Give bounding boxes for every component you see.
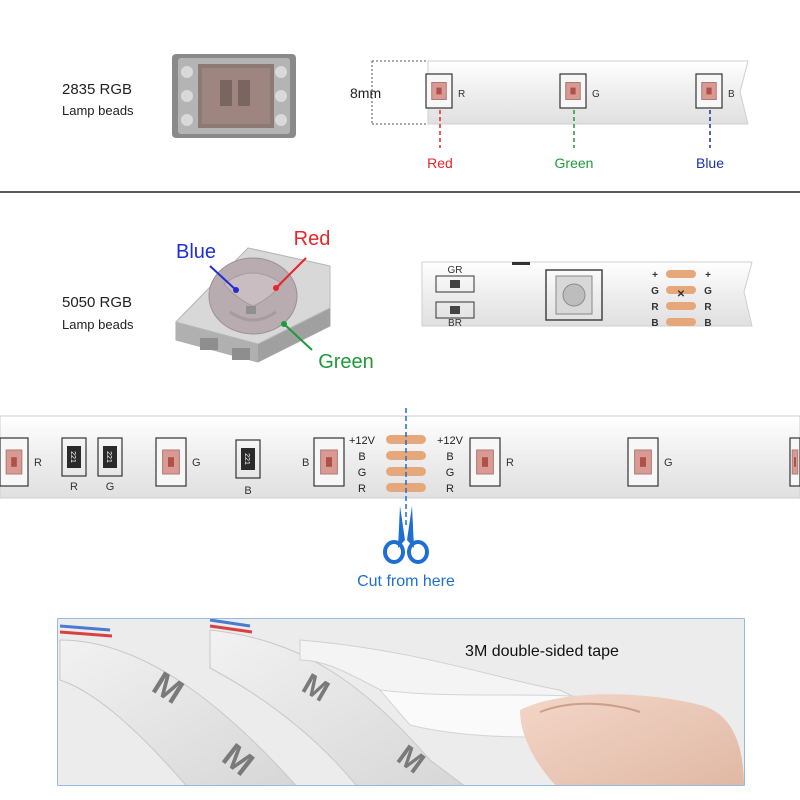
solder-pad-5050	[666, 302, 696, 310]
chip-callout-green: Green	[318, 351, 374, 373]
scissors-icon	[383, 506, 429, 564]
tape-label: 3M double-sided tape	[465, 643, 619, 660]
strip-solder-pad	[386, 483, 426, 492]
pad-label-5050-right: R	[704, 302, 712, 313]
strip-led-label: R	[506, 457, 514, 469]
chip-arrow-head	[233, 287, 239, 293]
chip-arrow-head	[281, 321, 287, 327]
led-2835-2	[559, 73, 587, 109]
strip-solder-pad	[386, 451, 426, 460]
pad-label-5050-right: G	[704, 286, 712, 297]
tape-photo: M M M M	[58, 619, 744, 785]
strip-led-4	[469, 437, 501, 487]
svg-text:221: 221	[243, 453, 250, 465]
pad-label-5050-right: +	[705, 270, 711, 281]
strip-led-edge	[789, 437, 800, 487]
chip-2835	[172, 54, 296, 138]
strip-pad-label-right: +12V	[437, 435, 464, 447]
pad-label-2835: B	[728, 89, 735, 100]
strip-pad-label-right: G	[446, 467, 455, 479]
solder-pad-5050	[666, 270, 696, 278]
strip-led-label: R	[34, 457, 42, 469]
pad-label-5050-left: +	[652, 270, 658, 281]
chip-callout-blue: Blue	[176, 241, 216, 263]
strip-solder-pad	[386, 467, 426, 476]
resistor-5050-bottom	[435, 301, 475, 319]
strip-resistor-label: G	[106, 481, 115, 493]
strip-led-3	[313, 437, 345, 487]
callout-label-2835: Green	[555, 155, 594, 171]
pad-label-5050-left: B	[651, 318, 658, 329]
cut-label: Cut from here	[357, 573, 455, 590]
chip-callout-red: Red	[294, 228, 331, 250]
strip-resistor-label: R	[70, 481, 78, 493]
solder-pad-5050	[666, 286, 696, 294]
svg-text:221: 221	[105, 451, 112, 463]
strip-resistor-label: B	[244, 485, 251, 497]
cut-mark-5050: ✕	[677, 289, 685, 300]
led-2835-1	[425, 73, 453, 109]
strip-solder-pad	[386, 435, 426, 444]
callout-label-2835: Blue	[696, 155, 724, 171]
svg-text:221: 221	[69, 451, 76, 463]
strip-led-5	[627, 437, 659, 487]
solder-pad-5050	[666, 318, 696, 326]
subtitle-5050: Lamp beads	[62, 317, 134, 332]
strip-5050	[421, 261, 753, 327]
pad-label-2835: R	[458, 89, 465, 100]
pad-label-5050-left: G	[651, 286, 659, 297]
pad-label-2835: G	[592, 89, 600, 100]
title-2835: 2835 RGB	[62, 81, 132, 98]
dimension-8mm: 8mm	[350, 60, 430, 125]
chip-arrow	[283, 323, 313, 351]
callout-label-2835: Red	[427, 155, 453, 171]
pad-label-5050-right: B	[704, 318, 711, 329]
resistor-label-5050: BR	[448, 318, 462, 329]
strip-2835	[427, 60, 749, 125]
section-tape: M M M M 3M double-sided tape	[57, 618, 745, 786]
strip-led-label: G	[664, 457, 673, 469]
strip-pad-label-left: R	[358, 483, 366, 495]
chip-arrow	[275, 257, 307, 289]
strip-pad-label-right: B	[446, 451, 453, 463]
chip-arrow	[209, 265, 237, 291]
resistor-label-5050: GR	[448, 265, 463, 276]
strip-pad-label-left: G	[358, 467, 367, 479]
strip-pad-label-right: R	[446, 483, 454, 495]
dimension-label: 8mm	[350, 85, 381, 101]
strip-pad-label-left: +12V	[349, 435, 376, 447]
strip-led-label: G	[192, 457, 201, 469]
strip-led-2	[155, 437, 187, 487]
pad-label-5050-left: R	[651, 302, 659, 313]
strip-led-label: B	[302, 457, 309, 469]
led-2835-3	[695, 73, 723, 109]
strip-led-1	[0, 437, 29, 487]
strip-pad-label-left: B	[358, 451, 365, 463]
resistor-5050-top	[435, 275, 475, 293]
title-5050: 5050 RGB	[62, 294, 132, 311]
subtitle-2835: Lamp beads	[62, 103, 134, 118]
chip-arrow-head	[273, 285, 279, 291]
